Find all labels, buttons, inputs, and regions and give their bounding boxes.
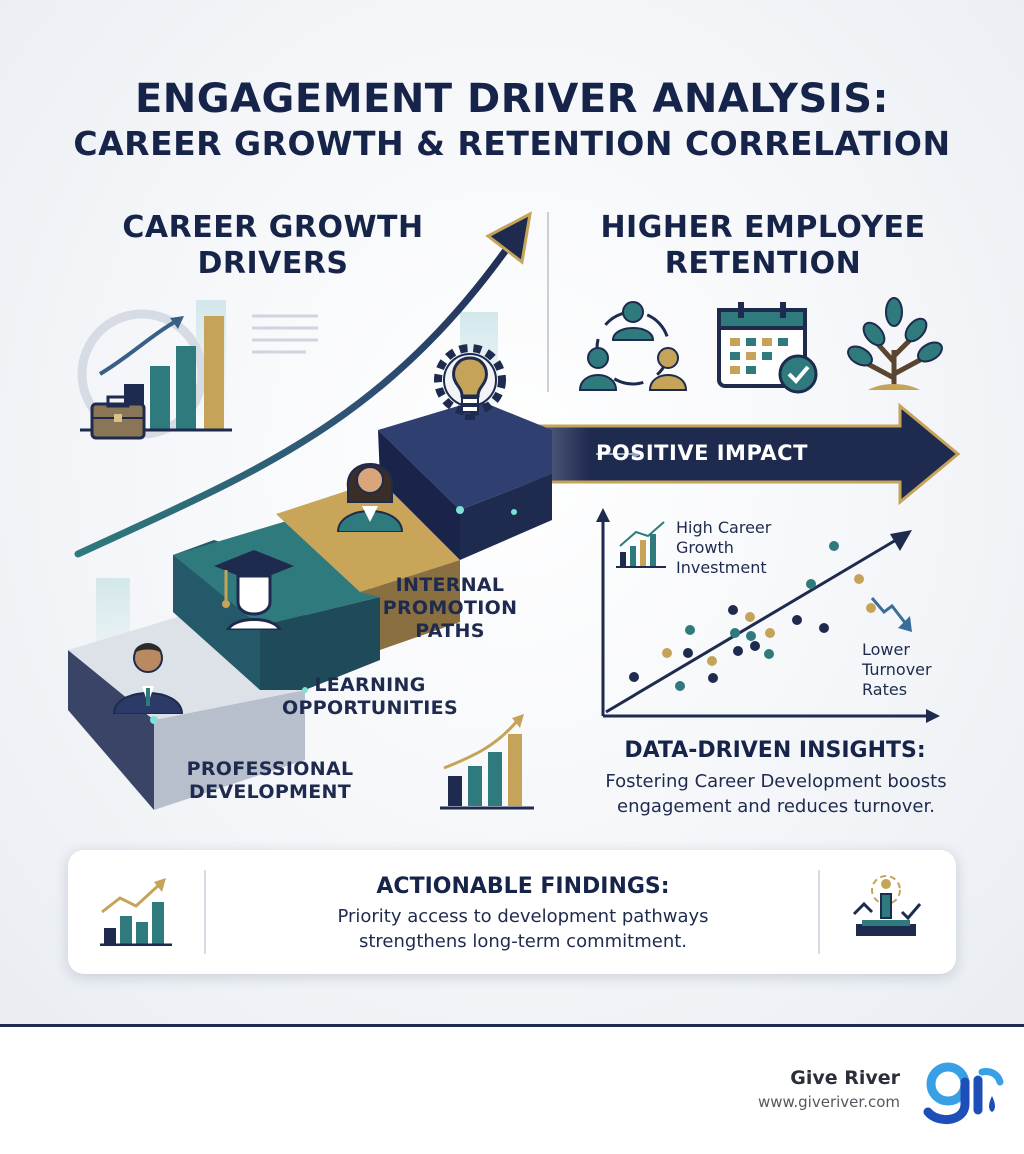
step-label-line: OPPORTUNITIES: [282, 697, 458, 719]
infographic: ENGAGEMENT DRIVER ANALYSIS: CAREER GROWT…: [0, 0, 1024, 1026]
step-label-line: DEVELOPMENT: [189, 781, 351, 803]
step-label-internal-promotion-paths: INTERNAL PROMOTION PATHS: [350, 574, 550, 643]
step-label-professional-development: PROFESSIONAL DEVELOPMENT: [170, 758, 370, 804]
career-growth-heading: CAREER GROWTH DRIVERS: [108, 210, 438, 282]
findings-title: ACTIONABLE FINDINGS:: [376, 874, 670, 899]
bar-chart-briefcase-icon: [77, 309, 232, 440]
retention-heading: HIGHER EMPLOYEE RETENTION: [568, 210, 958, 282]
annotation-high-investment: High Career Growth Investment: [676, 518, 796, 578]
step-label-line: PATHS: [415, 620, 485, 642]
card-divider: [204, 870, 206, 954]
retention-heading-line: RETENTION: [664, 246, 862, 281]
text-lines-icon: [252, 314, 318, 354]
graduate-icon: [214, 550, 294, 630]
page-subtitle: CAREER GROWTH & RETENTION CORRELATION: [73, 124, 951, 163]
growth-arrow-graphic: [74, 211, 961, 668]
businessman-icon: [112, 643, 184, 714]
annotation-line: Lower: [862, 640, 910, 659]
give-river-logo-icon: [923, 1062, 1004, 1124]
step-label-line: PROMOTION: [382, 597, 518, 619]
career-growth-heading-line: DRIVERS: [197, 246, 349, 281]
growth-tree-icon: [847, 297, 943, 390]
annotation-line: Rates: [862, 680, 908, 699]
career-staircase: [68, 400, 552, 810]
step-label-learning-opportunities: LEARNING OPPORTUNITIES: [260, 674, 480, 720]
card-divider: [818, 870, 820, 954]
findings-body: Priority access to development pathways …: [278, 904, 768, 954]
lightbulb-gear-icon: [434, 344, 506, 420]
page-title: ENGAGEMENT DRIVER ANALYSIS:: [134, 76, 890, 122]
insights-title: DATA-DRIVEN INSIGHTS:: [624, 738, 926, 763]
insights-body: Fostering Career Development boosts enga…: [556, 769, 996, 819]
annotation-lower-turnover: Lower Turnover Rates: [862, 640, 972, 700]
annotation-line: High Career: [676, 518, 772, 537]
team-circle-icon: [578, 301, 688, 391]
annotation-line: Turnover: [862, 660, 932, 679]
annotation-line: Growth: [676, 538, 734, 557]
insights-bar-chart-icon: [440, 714, 534, 810]
brand-name: Give River: [790, 1067, 900, 1089]
correlation-scatter-plot: [596, 508, 940, 723]
employee-woman-icon: [336, 463, 404, 532]
step-label-line: INTERNAL: [395, 574, 505, 596]
trend-bar-chart-icon: [100, 878, 172, 946]
step-label-line: PROFESSIONAL: [186, 758, 354, 780]
retention-heading-line: HIGHER EMPLOYEE: [600, 210, 926, 245]
annotation-line: Investment: [676, 558, 767, 577]
person-podium-icon: [852, 875, 922, 936]
findings-line: strengthens long-term commitment.: [358, 931, 688, 952]
calendar-check-icon: [717, 302, 818, 394]
findings-line: Priority access to development pathways: [337, 906, 709, 927]
footer-divider: [0, 1024, 1024, 1027]
step-label-line: LEARNING: [314, 674, 426, 696]
career-growth-heading-line: CAREER GROWTH: [122, 210, 424, 245]
brand-url[interactable]: www.giveriver.com: [757, 1093, 900, 1111]
insights-line: engagement and reduces turnover.: [617, 796, 935, 817]
insights-line: Fostering Career Development boosts: [605, 771, 947, 792]
positive-impact-label: POSITIVE IMPACT: [596, 441, 808, 465]
actionable-findings-card: ACTIONABLE FINDINGS: Priority access to …: [68, 850, 956, 974]
